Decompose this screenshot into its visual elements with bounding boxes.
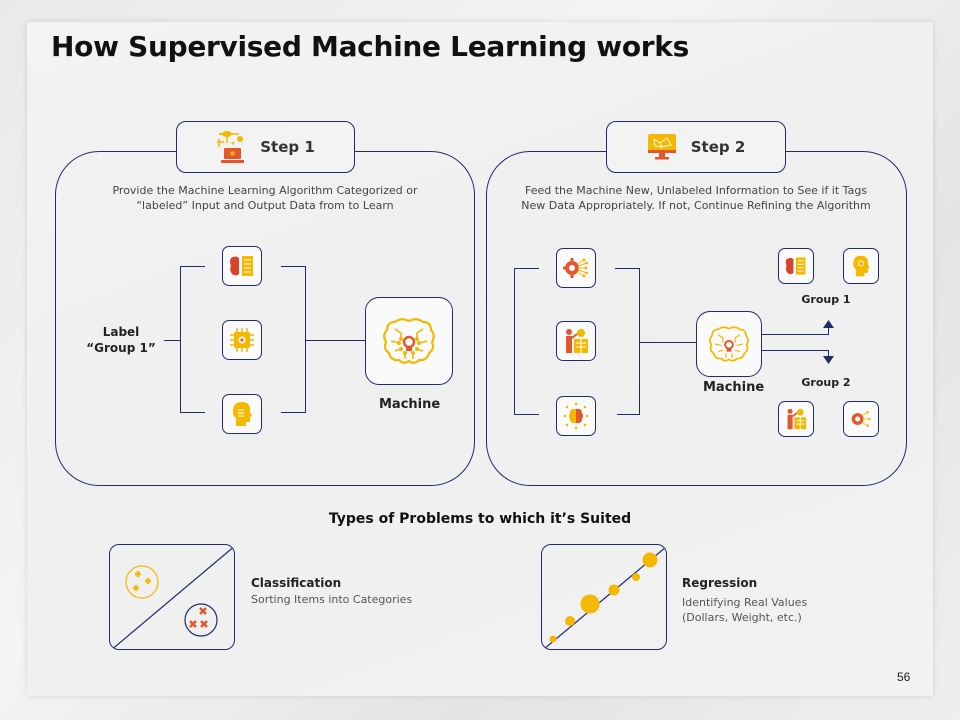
page-number: 56 bbox=[897, 670, 911, 684]
bracket-line bbox=[281, 412, 305, 414]
regression-title: Regression bbox=[682, 576, 758, 590]
bracket-line bbox=[180, 412, 205, 414]
group2-item-1 bbox=[778, 401, 814, 437]
input-item-3 bbox=[222, 394, 262, 434]
group-label-line1: Label bbox=[102, 325, 140, 339]
step1-label: Step 1 bbox=[260, 138, 315, 156]
connector-line bbox=[305, 340, 365, 342]
output-line-group1 bbox=[762, 334, 828, 336]
machine-label: Machine bbox=[379, 397, 441, 412]
new-input-item-2 bbox=[556, 321, 596, 361]
flowchart-laptop-icon bbox=[217, 131, 245, 163]
head-idea-icon bbox=[853, 255, 870, 277]
brain-document-icon bbox=[230, 256, 253, 276]
arrow-down-icon bbox=[823, 356, 834, 364]
monitor-network-icon bbox=[647, 134, 676, 160]
regression-description: Identifying Real Values (Dollars, Weight… bbox=[682, 595, 807, 625]
bracket-line bbox=[180, 266, 205, 268]
step2-description-line2: New Data Appropriately. If not, Continue… bbox=[521, 199, 871, 212]
classification-illustration bbox=[109, 544, 235, 650]
output-line-group2 bbox=[762, 350, 828, 352]
classification-title: Classification bbox=[251, 576, 342, 590]
regression-icon bbox=[543, 546, 666, 649]
input-item-2 bbox=[222, 320, 262, 360]
bracket-line bbox=[615, 268, 639, 270]
bracket-line bbox=[514, 268, 539, 270]
new-input-item-3 bbox=[556, 396, 596, 436]
bracket-line bbox=[514, 268, 516, 414]
group1-label: Group 1 bbox=[801, 293, 851, 306]
arrow-up-icon bbox=[823, 320, 834, 328]
cpu-chip-icon bbox=[230, 328, 254, 352]
bracket-line bbox=[617, 414, 639, 416]
circuit-brain-icon bbox=[709, 326, 749, 362]
output-line-group1 bbox=[828, 326, 830, 335]
gear-network-icon bbox=[563, 258, 589, 278]
input-item-1 bbox=[222, 246, 262, 286]
group1-item-2 bbox=[843, 248, 879, 284]
regression-description-line2: (Dollars, Weight, etc.) bbox=[682, 611, 802, 624]
group-label-line2: “Group 1” bbox=[86, 341, 156, 355]
machine-label: Machine bbox=[703, 380, 765, 395]
head-idea-icon bbox=[233, 402, 252, 426]
machine-box bbox=[696, 311, 762, 377]
step2-description-line1: Feed the Machine New, Unlabeled Informat… bbox=[524, 184, 868, 197]
machine-box bbox=[365, 297, 453, 385]
classification-description: Sorting Items into Categories bbox=[251, 593, 413, 606]
bracket-line bbox=[305, 266, 307, 413]
group-label: Label “Group 1” bbox=[78, 324, 164, 356]
regression-description-line1: Identifying Real Values bbox=[682, 596, 808, 609]
page-title: How Supervised Machine Learning works bbox=[51, 30, 689, 63]
new-input-item-1 bbox=[556, 248, 596, 288]
group1-item-1 bbox=[778, 248, 814, 284]
classification-icon bbox=[111, 545, 234, 649]
connector-line bbox=[639, 342, 696, 344]
step2-label: Step 2 bbox=[690, 138, 746, 156]
step2-description: Feed the Machine New, Unlabeled Informat… bbox=[500, 183, 892, 213]
brain-document-icon bbox=[785, 257, 806, 275]
gear-network-icon bbox=[851, 410, 871, 428]
bracket-line bbox=[281, 266, 305, 268]
bracket-line bbox=[180, 266, 182, 412]
step2-header: Step 2 bbox=[606, 121, 786, 173]
circuit-brain-icon bbox=[383, 318, 435, 364]
step1-description: Provide the Machine Learning Algorithm C… bbox=[70, 183, 460, 213]
types-section-title: Types of Problems to which it’s Suited bbox=[328, 511, 632, 527]
step1-header: Step 1 bbox=[176, 121, 355, 173]
bracket-line bbox=[639, 268, 641, 415]
regression-illustration bbox=[541, 544, 667, 650]
teacher-board-icon bbox=[566, 329, 588, 353]
step1-description-line2: “labeled” Input and Output Data from to … bbox=[136, 199, 394, 212]
group2-item-2 bbox=[843, 401, 879, 437]
group2-label: Group 2 bbox=[801, 376, 851, 389]
bracket-line bbox=[514, 414, 539, 416]
connector-line bbox=[164, 340, 180, 342]
step1-description-line1: Provide the Machine Learning Algorithm C… bbox=[112, 184, 418, 197]
brain-network-icon bbox=[563, 402, 589, 430]
teacher-board-icon bbox=[787, 408, 807, 430]
output-line-group2 bbox=[828, 350, 830, 358]
